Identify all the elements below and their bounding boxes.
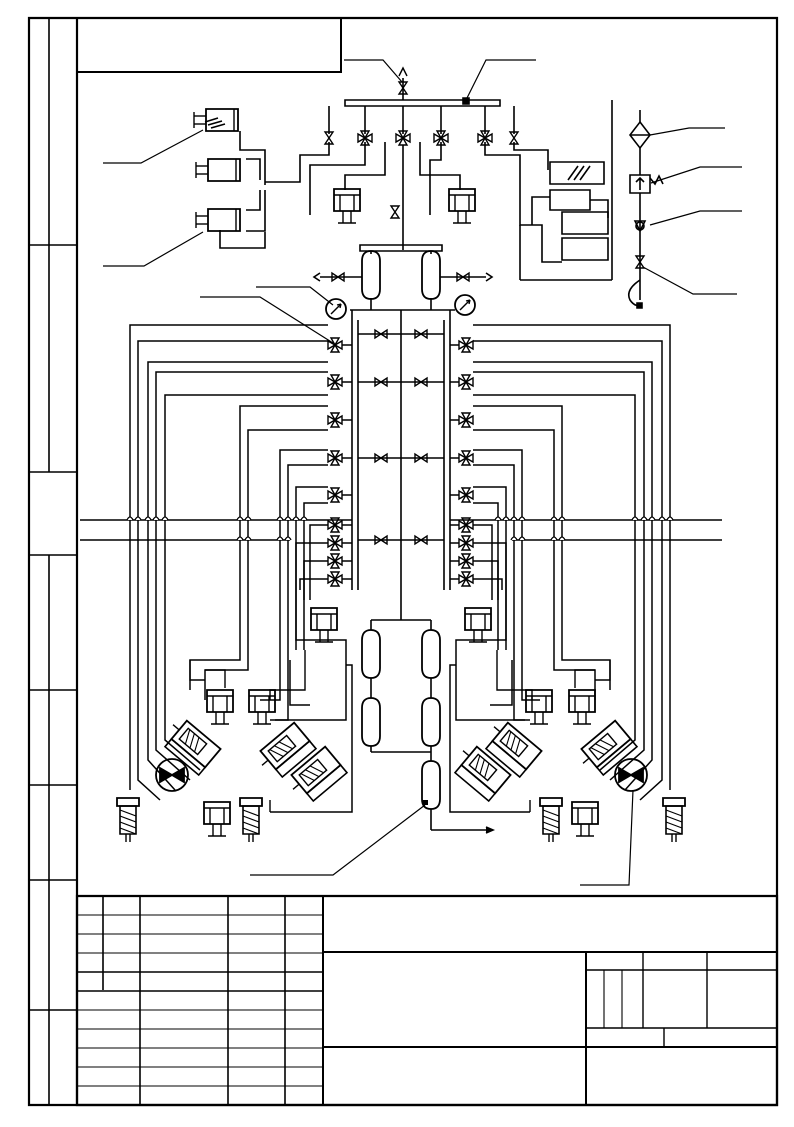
line-crossings (127, 517, 673, 540)
left-actuators (116, 607, 348, 843)
leader-lines (103, 60, 742, 885)
right-actuators (447, 607, 686, 843)
right-valve-bank (450, 325, 722, 812)
pressure-gauge-icon (454, 294, 476, 316)
shutoff-valve-icon (390, 205, 400, 219)
cylinder-icon (333, 188, 361, 224)
title-block (77, 896, 777, 1105)
left-valve-bank (80, 325, 352, 812)
top-supply-manifold (265, 68, 548, 251)
lower-receivers (361, 620, 493, 833)
central-trunk (352, 310, 450, 620)
top-right-cylinder-group (520, 100, 612, 280)
upper-receivers (314, 250, 492, 310)
cylinder-icon (448, 188, 476, 224)
pressure-gauge-icon (325, 298, 347, 320)
air-preparation-unit (629, 110, 663, 308)
top-left-cylinder-group (193, 108, 265, 248)
